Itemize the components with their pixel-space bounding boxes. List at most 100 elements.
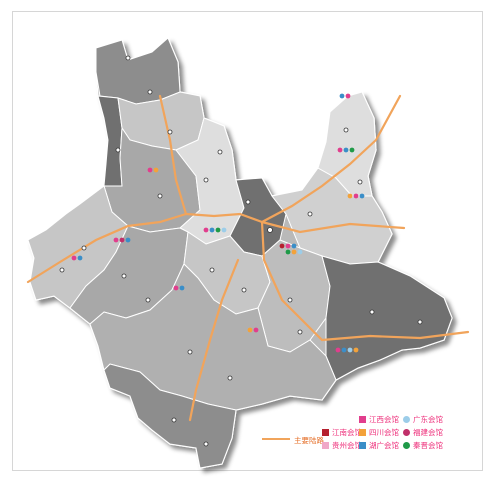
guild-hall-marker: [353, 193, 359, 199]
road-kunming-east: [260, 220, 406, 234]
city-marker: [369, 309, 375, 315]
map-frame: [12, 11, 483, 471]
guild-hall-marker: [153, 167, 159, 173]
guild-hall-marker: [345, 93, 351, 99]
guild-hall-marker: [359, 193, 365, 199]
city-marker: [115, 147, 121, 153]
city-marker: [227, 375, 233, 381]
region-honghe: [257, 239, 331, 353]
city-marker: [297, 329, 303, 335]
city-marker: [417, 319, 423, 325]
square-swatch-icon: [359, 442, 366, 449]
circle-swatch-icon: [403, 416, 410, 423]
legend-label: 江西会馆: [369, 415, 399, 424]
legend-item-huguang: 湖广会馆: [359, 440, 399, 452]
legend-item-qinjin: 秦晋会馆: [403, 440, 443, 452]
guild-hall-marker: [113, 237, 119, 243]
guild-hall-marker: [77, 255, 83, 261]
guild-hall-marker: [285, 249, 291, 255]
legend-road-label: 主要陆路: [294, 436, 324, 445]
legend-label: 贵州会馆: [332, 441, 362, 450]
guild-hall-marker: [353, 347, 359, 353]
road-kunming-south: [260, 220, 324, 342]
region-diqing: [95, 37, 181, 105]
guild-hall-marker: [343, 147, 349, 153]
guild-hall-marker: [297, 249, 303, 255]
legend-item-sichuan: 四川会馆: [359, 427, 399, 439]
legend-road: 主要陆路: [262, 435, 324, 447]
city-marker: [203, 177, 209, 183]
road-south-puer: [188, 258, 240, 422]
guild-hall-marker: [253, 327, 259, 333]
city-marker: [217, 149, 223, 155]
guild-hall-marker: [347, 193, 353, 199]
city-marker: [307, 211, 313, 217]
city-marker: [187, 349, 193, 355]
city-marker: [267, 227, 273, 233]
road-kunming-northeast: [260, 94, 402, 224]
main-roads: [26, 94, 470, 422]
circle-swatch-icon: [403, 429, 410, 436]
region-zhaotong: [317, 91, 377, 197]
road-southeast: [320, 330, 470, 342]
legend-item-guangdong: 广东会馆: [403, 414, 443, 426]
region-nujiang: [97, 95, 123, 187]
legend-item-jiangnan: 江南会馆: [322, 427, 362, 439]
guild-hall-marker: [71, 255, 77, 261]
guild-hall-marker: [221, 227, 227, 233]
guild-hall-marker: [247, 327, 253, 333]
city-marker: [343, 127, 349, 133]
square-swatch-icon: [322, 429, 329, 436]
prefecture-regions: [27, 37, 453, 469]
city-marker: [59, 267, 65, 273]
city-marker: [209, 267, 215, 273]
road-west-baoshan: [26, 212, 188, 284]
city-marker: [245, 199, 251, 205]
guild-hall-marker: [349, 147, 355, 153]
legend-label: 广东会馆: [413, 415, 443, 424]
region-wenshan: [321, 255, 453, 381]
city-marker: [157, 193, 163, 199]
legend-label: 福建会馆: [413, 428, 443, 437]
city-marker: [147, 89, 153, 95]
guild-hall-marker: [279, 243, 285, 249]
city-marker: [203, 441, 209, 447]
city-marker: [241, 287, 247, 293]
guild-hall-marker: [179, 285, 185, 291]
city-marker: [287, 297, 293, 303]
legend-item-fujian: 福建会馆: [403, 427, 443, 439]
circle-swatch-icon: [403, 442, 410, 449]
guild-hall-marker: [173, 285, 179, 291]
legend-item-guizhou: 贵州会馆: [322, 440, 362, 452]
guild-hall-marker: [291, 243, 297, 249]
guild-hall-markers: [71, 93, 365, 353]
square-swatch-icon: [359, 416, 366, 423]
square-swatch-icon: [322, 442, 329, 449]
guild-hall-marker: [339, 93, 345, 99]
guild-hall-marker: [125, 237, 131, 243]
road-line-icon: [262, 438, 290, 440]
legend-label: 湖广会馆: [369, 441, 399, 450]
guild-hall-marker: [285, 243, 291, 249]
guild-hall-marker: [203, 227, 209, 233]
guild-hall-marker: [291, 249, 297, 255]
legend-label: 江南会馆: [332, 428, 362, 437]
city-marker: [125, 55, 131, 61]
guild-hall-marker: [119, 237, 125, 243]
road-north-dali: [158, 94, 188, 216]
legend-item-jiangxi: 江西会馆: [359, 414, 399, 426]
guild-hall-marker: [209, 227, 215, 233]
guild-hall-marker: [337, 147, 343, 153]
road-dali-kunming: [184, 212, 264, 224]
city-marker: [167, 129, 173, 135]
city-marker: [145, 297, 151, 303]
city-marker: [171, 417, 177, 423]
city-marker: [81, 245, 87, 251]
legend-label: 秦晋会馆: [413, 441, 443, 450]
guild-hall-marker: [215, 227, 221, 233]
legend-label: 四川会馆: [369, 428, 399, 437]
city-marker: [121, 273, 127, 279]
square-swatch-icon: [359, 429, 366, 436]
